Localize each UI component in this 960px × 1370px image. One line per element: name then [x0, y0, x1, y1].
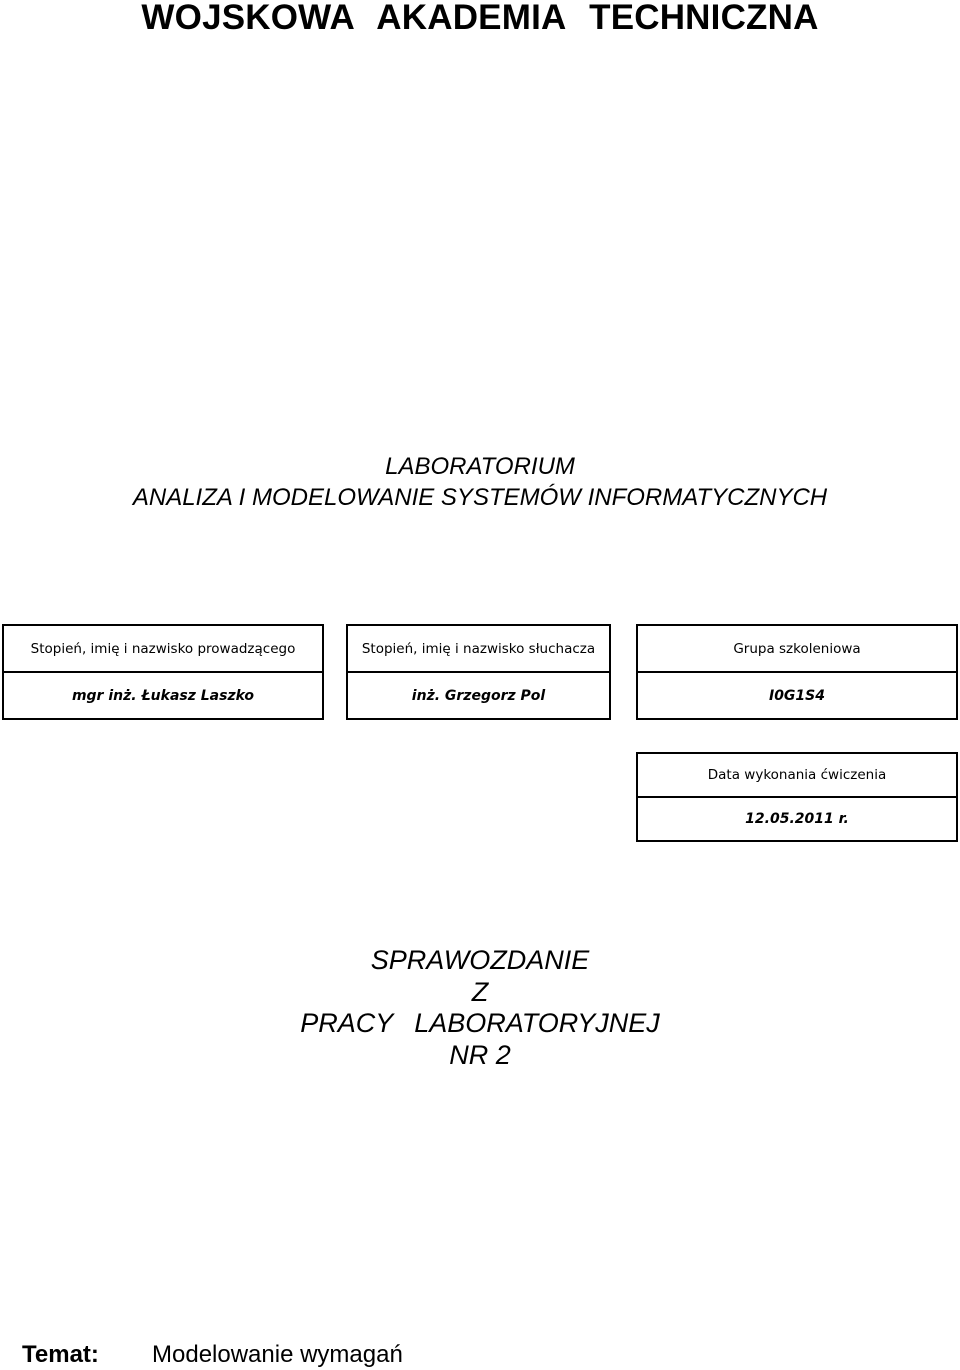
- topic-value: Modelowanie wymagań: [152, 1341, 403, 1368]
- date-box: Data wykonania ćwiczenia 12.05.2011 r.: [636, 752, 958, 842]
- lecturer-box: Stopień, imię i nazwisko prowadzącego mg…: [2, 624, 324, 720]
- student-name: inż. Grzegorz Pol: [411, 687, 546, 704]
- report-title-line-3: PRACY LABORATORYJNEJ: [300, 1008, 660, 1038]
- date-label: Data wykonania ćwiczenia: [638, 754, 956, 798]
- student-box: Stopień, imię i nazwisko słuchacza inż. …: [346, 624, 611, 720]
- group-code: I0G1S4: [768, 687, 825, 704]
- group-box: Grupa szkoleniowa I0G1S4: [636, 624, 958, 720]
- lecturer-label: Stopień, imię i nazwisko prowadzącego: [4, 626, 322, 673]
- report-title-line-1: SPRAWOZDANIE: [370, 945, 590, 975]
- student-label: Stopień, imię i nazwisko słuchacza: [348, 626, 609, 673]
- group-label: Grupa szkoleniowa: [638, 626, 956, 673]
- lecturer-name: mgr inż. Łukasz Laszko: [71, 687, 255, 704]
- report-title-line-2: Z: [471, 977, 489, 1007]
- course-name: ANALIZA I MODELOWANIE SYSTEMÓW INFORMATY…: [132, 484, 828, 511]
- report-title-line-4: NR 2: [449, 1040, 511, 1070]
- university-name: WOJSKOWA AKADEMIA TECHNICZNA: [141, 0, 819, 37]
- exercise-date: 12.05.2011 r.: [745, 811, 849, 827]
- topic-label: Temat:: [22, 1341, 99, 1368]
- laboratory-title: LABORATORIUM: [385, 453, 575, 480]
